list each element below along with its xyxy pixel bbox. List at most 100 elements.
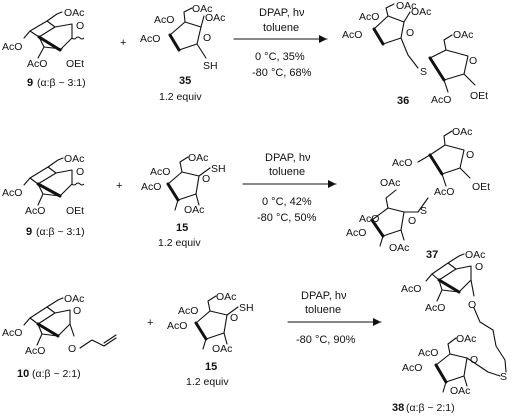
label-oac: OAc <box>64 7 84 19</box>
product-38-structure: OAc AcO O AcO O OAc AcO O S AcO OAc <box>401 249 507 397</box>
condition-1: -80 °C, 90% <box>296 334 356 346</box>
label-aco: AcO <box>359 213 379 225</box>
reaction-1: OAc AcO O AcO OEt 9 (α:β ~ 3:1) + OAc Ac… <box>2 0 488 107</box>
label-aco: AcO <box>25 345 45 357</box>
label-ring-o: O <box>475 261 483 273</box>
label-allyl-o: O <box>68 343 76 355</box>
label-ring-o: O <box>76 166 84 178</box>
label-aco: AcO <box>178 305 198 317</box>
label-aco: AcO <box>167 320 187 332</box>
label-aco: AcO <box>401 283 421 295</box>
label-oet: OEt <box>66 58 84 70</box>
solvent-label: toluene <box>305 304 341 316</box>
reactant-35-structure: OAc AcO OAc AcO O SH <box>140 3 225 72</box>
compound-number: 10 <box>17 368 29 380</box>
label-oac: OAc <box>389 242 409 254</box>
label-oac: OAc <box>450 385 470 397</box>
label-aco: AcO <box>431 94 451 106</box>
label-oac: OAc <box>453 29 473 41</box>
compound-number: 36 <box>397 95 409 107</box>
label-aco: AcO <box>392 157 412 169</box>
anomer-ratio: (α:β ~ 3:1) <box>36 226 85 238</box>
label-ring-o: O <box>76 20 84 32</box>
reagent-label: DPAP, hν <box>301 290 347 302</box>
label-aco: AcO <box>434 186 454 198</box>
anomer-ratio: (α:β ~ 2:1) <box>32 368 81 380</box>
compound-number: 15 <box>176 222 188 234</box>
condition-1: 0 °C, 35% <box>255 51 305 63</box>
equiv-label: 1.2 equiv <box>158 237 201 249</box>
label-ring-o: O <box>466 149 474 161</box>
label-aco: AcO <box>2 41 22 53</box>
label-ring-o: O <box>203 32 211 44</box>
label-sh: SH <box>211 163 226 175</box>
compound-number: 9 <box>27 77 33 89</box>
label-oac: OAc <box>212 343 232 355</box>
label-oet: OEt <box>472 181 490 193</box>
label-oac: OAc <box>205 12 225 24</box>
compound-number: 35 <box>179 75 191 87</box>
label-aco: AcO <box>2 327 22 339</box>
label-ring-o: O <box>469 55 477 67</box>
label-s: S <box>420 66 427 78</box>
label-aco: AcO <box>2 187 22 199</box>
label-oac: OAc <box>396 0 416 12</box>
label-aco: AcO <box>140 33 160 45</box>
label-ring-o: O <box>202 173 210 185</box>
label-oac: OAc <box>188 152 208 164</box>
compound-number: 37 <box>426 249 438 261</box>
label-aco: AcO <box>418 347 438 359</box>
label-ring-o: O <box>73 305 81 317</box>
label-oet: OEt <box>470 90 488 102</box>
solvent-label: toluene <box>269 166 305 178</box>
label-ring-o: O <box>408 215 416 227</box>
label-aco: AcO <box>25 205 45 217</box>
compound-number: 9 <box>26 226 32 238</box>
reactant-10-structure: OAc AcO O AcO O <box>2 293 117 357</box>
label-aco: AcO <box>359 11 379 23</box>
solvent-label: toluene <box>263 22 299 34</box>
plus-sign: + <box>120 37 126 49</box>
product-37-structure: OAc AcO O AcO OAc O S AcO OEt AcO OAc <box>346 126 490 254</box>
equiv-label: 1.2 equiv <box>186 376 229 388</box>
label-oac: OAc <box>64 293 84 305</box>
anomer-ratio: (α:β ~ 2:1) <box>406 402 455 414</box>
compound-number: 38 <box>392 402 404 414</box>
label-sh: SH <box>203 60 218 72</box>
condition-1: 0 °C, 42% <box>262 196 312 208</box>
label-oet: OEt <box>66 205 84 217</box>
product-36-structure: OAc AcO OAc AcO O S OAc O AcO OEt <box>342 0 488 106</box>
label-ring-o: O <box>470 354 478 366</box>
anomer-ratio: (α:β ~ 3:1) <box>37 77 86 89</box>
label-aco: AcO <box>425 302 445 314</box>
plus-sign: + <box>147 317 153 329</box>
reagent-label: DPAP, hν <box>259 7 305 19</box>
label-s: S <box>420 205 427 217</box>
reactant-9-structure: OAc AcO O AcO OEt <box>2 7 84 70</box>
label-linker-o: O <box>468 299 476 311</box>
label-oac: OAc <box>216 291 236 303</box>
label-aco: AcO <box>27 58 47 70</box>
label-aco: AcO <box>402 362 422 374</box>
reactant-15-structure: OAc AcO O SH AcO OAc <box>167 291 254 355</box>
label-sh: SH <box>239 302 254 314</box>
label-oac: OAc <box>380 177 400 189</box>
label-oac: OAc <box>411 6 431 18</box>
label-s: S <box>500 371 507 383</box>
reactant-15-structure: OAc AcO O SH AcO OAc <box>141 152 226 216</box>
label-aco: AcO <box>154 14 174 26</box>
reaction-2: OAc AcO O AcO OEt 9 (α:β ~ 3:1) + OAc Ac… <box>2 126 490 261</box>
label-oac: OAc <box>192 3 212 15</box>
reagent-label: DPAP, hν <box>265 152 311 164</box>
condition-2: -80 °C, 68% <box>252 67 312 79</box>
label-ring-o: O <box>230 312 238 324</box>
label-aco: AcO <box>141 181 161 193</box>
reactant-9-structure: OAc AcO O AcO OEt <box>2 153 84 217</box>
reaction-3: OAc AcO O AcO O 10 (α:β ~ 2:1) + OAc AcO… <box>2 249 507 414</box>
label-aco: AcO <box>342 29 362 41</box>
label-aco: AcO <box>346 227 366 239</box>
label-ring-o: O <box>406 27 414 39</box>
label-aco: AcO <box>150 166 170 178</box>
label-oac: OAc <box>465 249 485 261</box>
plus-sign: + <box>116 180 122 192</box>
